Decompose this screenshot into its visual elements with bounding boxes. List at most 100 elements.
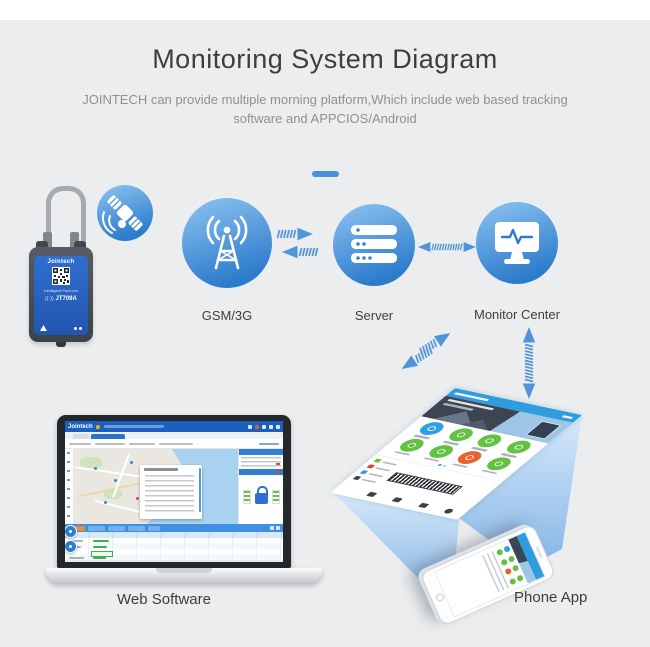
- table-header-icons: [270, 526, 280, 530]
- account-icon: [248, 424, 252, 429]
- alarm-marker: [136, 497, 139, 500]
- app-feature-cell: [392, 436, 430, 456]
- banner-device-image: [525, 420, 562, 440]
- web-app-topbar: Jointech: [65, 421, 283, 432]
- web-app-body: [65, 449, 283, 524]
- message-icon: [262, 424, 266, 429]
- app-feature-icon-green: [444, 426, 478, 443]
- settings-icon: [269, 424, 273, 429]
- padlock-model-row: ((·))JT709A: [34, 296, 88, 302]
- web-app-logo: Jointech: [68, 423, 93, 430]
- app-feature-icon-green: [482, 455, 516, 472]
- app-feature-icon-green: [501, 438, 536, 456]
- laptop-base-notch: [156, 568, 212, 573]
- mini-app-icon-green: [495, 548, 504, 557]
- tab-more: [148, 525, 160, 531]
- monitor-center-label: Monitor Center: [474, 307, 560, 322]
- app-feature-icon-green: [473, 432, 507, 450]
- chart-icon: [417, 502, 429, 509]
- table-scroll-track: [65, 561, 283, 562]
- map-road: [74, 466, 144, 478]
- led-indicators: [72, 326, 82, 330]
- panel-header: [239, 449, 283, 455]
- section-divider-dash: [312, 171, 339, 177]
- laptop-base: [46, 568, 322, 583]
- web-app-left-iconbar: [65, 449, 74, 524]
- app-feature-icon-green: [424, 443, 458, 460]
- app-feature-cell: [421, 443, 458, 462]
- arrows-monitor-phoneapp: [521, 326, 537, 400]
- table-rows: [65, 538, 283, 561]
- laptop-screen-bezel: Jointech: [57, 415, 291, 568]
- filter-placeholder: [69, 442, 91, 445]
- server-label: Server: [354, 308, 394, 323]
- tab-offline: [108, 525, 125, 531]
- filter-placeholder: [129, 442, 155, 445]
- report-icon: [391, 497, 404, 503]
- vehicle-marker: [114, 479, 117, 482]
- brand-logo-icon: [40, 325, 47, 331]
- table-column-grid: [65, 538, 283, 560]
- filter-placeholder: [159, 442, 193, 445]
- device-info-popup: [140, 465, 202, 519]
- web-app-screen: Jointech: [65, 421, 283, 562]
- signal-chart: [271, 490, 280, 504]
- monitor-node: [476, 202, 558, 284]
- vehicle-marker: [130, 461, 133, 464]
- phone-app-projection-screen: [330, 388, 583, 520]
- satellite-circle: [97, 185, 153, 241]
- arrows-server-monitor: [417, 241, 477, 253]
- arrows-server-websoftware: [397, 326, 455, 376]
- mini-app-icon-green: [507, 554, 516, 563]
- app-feature-cell: [412, 420, 449, 440]
- padlock-bottom-knob: [56, 342, 66, 347]
- alert-icon: [255, 424, 259, 429]
- panel-header: [239, 469, 283, 475]
- antenna-icon: [206, 215, 248, 270]
- legend-text-placeholder: [368, 472, 384, 477]
- mini-app-icon-green: [500, 558, 509, 567]
- mini-app-icon-blue: [503, 545, 512, 554]
- map-area: [74, 449, 238, 524]
- selected-cell: [91, 550, 113, 557]
- nfc-mark: ((·)): [45, 296, 54, 302]
- app-feature-cell: [470, 432, 507, 452]
- server-node: [333, 204, 415, 286]
- app-menu-placeholder: [561, 414, 574, 419]
- pager-dot: [442, 464, 448, 468]
- barcode: [386, 472, 463, 495]
- cell-link: [93, 546, 107, 548]
- right-info-panel: [238, 449, 283, 524]
- mini-app-icon-green: [508, 577, 517, 586]
- popup-title-placeholder: [144, 468, 178, 471]
- mini-app-icon-orange: [504, 567, 513, 576]
- popup-text-placeholder: [145, 475, 194, 515]
- page-title: Monitoring System Diagram: [152, 44, 498, 74]
- bottom-tool-icons: [365, 491, 455, 515]
- gsm-node: [182, 198, 272, 288]
- red-count: [276, 463, 280, 465]
- search-icon: [276, 424, 280, 429]
- menu-bar-placeholder: [103, 425, 164, 428]
- top-white-strip: [0, 0, 650, 20]
- smartphone: [419, 523, 557, 627]
- padlock-footer: [40, 325, 82, 331]
- qr-code: [52, 267, 70, 285]
- truck-icon: [366, 491, 378, 498]
- gsm-circle: [182, 198, 272, 288]
- server-circle: [333, 204, 415, 286]
- subtitle-line-1: JOINTECH can provide multiple morning pl…: [82, 92, 568, 107]
- map-park: [80, 457, 102, 469]
- refresh-icon: [270, 526, 274, 530]
- lock-status-icon: [254, 486, 268, 504]
- legend-item: [352, 475, 378, 484]
- floating-button-2: [65, 540, 77, 553]
- mini-app-icon-green: [511, 564, 520, 573]
- table-column-headers: [65, 532, 283, 538]
- toolbar-right-placeholder: [259, 442, 279, 445]
- popup-scrollbar: [199, 468, 201, 512]
- tab-tracking-active: [91, 434, 125, 439]
- cell-text: [69, 540, 83, 542]
- vehicle-table: [65, 524, 283, 562]
